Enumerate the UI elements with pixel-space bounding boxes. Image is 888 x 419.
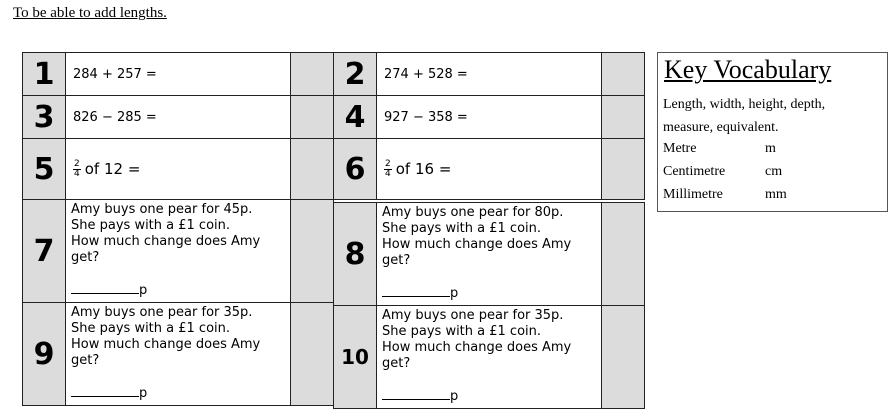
question-text: 826 − 285 = bbox=[73, 110, 157, 125]
question-box-10: 10 Amy buys one pear for 35p. She pays w… bbox=[333, 305, 645, 409]
fraction-expression: 2 4 of 12 = bbox=[73, 158, 141, 179]
answer-box[interactable] bbox=[601, 53, 644, 96]
fraction-denominator: 4 bbox=[74, 168, 80, 179]
vocab-title: Key Vocabulary bbox=[664, 55, 832, 84]
problem-line: Amy buys one pear for 80p. bbox=[382, 205, 564, 220]
answer-box[interactable] bbox=[290, 303, 333, 405]
problem-line: get? bbox=[382, 356, 411, 371]
problem-line: get? bbox=[71, 353, 100, 368]
answer-box[interactable] bbox=[290, 139, 333, 199]
fraction: 2 4 bbox=[73, 158, 81, 179]
fraction-denominator: 4 bbox=[385, 168, 391, 179]
word-problem: Amy buys one pear for 45p. She pays with… bbox=[71, 202, 287, 302]
question-number: 1 bbox=[23, 53, 66, 96]
question-box-7: 7 Amy buys one pear for 45p. She pays wi… bbox=[22, 199, 334, 303]
problem-line: Amy buys one pear for 45p. bbox=[71, 202, 253, 217]
question-text: 274 + 528 = bbox=[384, 67, 468, 82]
answer-blank[interactable]: p bbox=[382, 388, 458, 404]
answer-box[interactable] bbox=[601, 306, 644, 408]
word-problem: Amy buys one pear for 35p. She pays with… bbox=[382, 308, 598, 408]
answer-line[interactable] bbox=[382, 388, 450, 400]
key-vocabulary-box: Key Vocabulary Length, width, height, de… bbox=[657, 52, 888, 212]
vocab-abbreviation: m bbox=[765, 141, 776, 156]
problem-line: How much change does Amy bbox=[71, 234, 261, 249]
fraction: 2 4 bbox=[384, 158, 392, 179]
question-number: 9 bbox=[23, 303, 66, 405]
answer-blank[interactable]: p bbox=[71, 282, 147, 298]
problem-line: She pays with a £1 coin. bbox=[71, 218, 231, 233]
question-text: 284 + 257 = bbox=[73, 67, 157, 82]
question-number: 6 bbox=[334, 139, 377, 199]
problem-line: She pays with a £1 coin. bbox=[71, 321, 231, 336]
unit-label: p bbox=[450, 389, 459, 404]
fraction-numerator: 2 bbox=[73, 158, 81, 170]
vocab-word: Metre bbox=[663, 141, 697, 156]
unit-label: p bbox=[450, 286, 459, 301]
problem-line: get? bbox=[382, 253, 411, 268]
problem-line: How much change does Amy bbox=[382, 237, 572, 252]
answer-blank[interactable]: p bbox=[71, 385, 147, 401]
question-box-2: 2 274 + 528 = bbox=[333, 52, 645, 97]
question-box-9: 9 Amy buys one pear for 35p. She pays wi… bbox=[22, 302, 334, 406]
answer-box[interactable] bbox=[290, 200, 333, 302]
unit-label: p bbox=[139, 283, 148, 298]
vocab-abbreviation: cm bbox=[765, 164, 783, 179]
problem-line: How much change does Amy bbox=[382, 340, 572, 355]
question-number: 3 bbox=[23, 96, 66, 139]
answer-box[interactable] bbox=[290, 53, 333, 96]
problem-line: Amy buys one pear for 35p. bbox=[71, 305, 253, 320]
question-number: 5 bbox=[23, 139, 66, 199]
fraction-numerator: 2 bbox=[384, 158, 392, 170]
problem-line: Amy buys one pear for 35p. bbox=[382, 308, 564, 323]
question-box-6: 6 2 4 of 16 = bbox=[333, 138, 645, 200]
answer-box[interactable] bbox=[290, 96, 333, 139]
word-problem: Amy buys one pear for 80p. She pays with… bbox=[382, 205, 598, 305]
answer-line[interactable] bbox=[382, 285, 450, 297]
learning-objective: To be able to add lengths. bbox=[13, 5, 167, 21]
answer-box[interactable] bbox=[601, 96, 644, 139]
question-number: 10 bbox=[334, 306, 377, 408]
question-box-4: 4 927 − 358 = bbox=[333, 95, 645, 140]
question-box-8: 8 Amy buys one pear for 80p. She pays wi… bbox=[333, 202, 645, 306]
vocab-word: Millimetre bbox=[663, 187, 723, 202]
vocab-abbreviation: mm bbox=[765, 187, 787, 202]
word-problem: Amy buys one pear for 35p. She pays with… bbox=[71, 305, 287, 405]
question-text: 2 4 of 16 = bbox=[384, 139, 596, 199]
unit-label: p bbox=[139, 386, 148, 401]
problem-line: She pays with a £1 coin. bbox=[382, 221, 542, 236]
answer-line[interactable] bbox=[71, 385, 139, 397]
answer-line[interactable] bbox=[71, 282, 139, 294]
question-number: 8 bbox=[334, 203, 377, 305]
problem-line: get? bbox=[71, 250, 100, 265]
question-box-3: 3 826 − 285 = bbox=[22, 95, 334, 140]
fraction-text: of 12 = bbox=[84, 160, 141, 178]
answer-blank[interactable]: p bbox=[382, 285, 458, 301]
fraction-text: of 16 = bbox=[395, 160, 452, 178]
question-box-5: 5 2 4 of 12 = bbox=[22, 138, 334, 200]
question-text: 2 4 of 12 = bbox=[73, 139, 285, 199]
question-text: 927 − 358 = bbox=[384, 110, 468, 125]
question-box-1: 1 284 + 257 = bbox=[22, 52, 334, 97]
vocab-word: Centimetre bbox=[663, 164, 726, 179]
question-number: 7 bbox=[23, 200, 66, 302]
answer-box[interactable] bbox=[601, 203, 644, 305]
problem-line: How much change does Amy bbox=[71, 337, 261, 352]
vocab-description: Length, width, height, depth, measure, e… bbox=[663, 97, 826, 135]
question-number: 2 bbox=[334, 53, 377, 96]
answer-box[interactable] bbox=[601, 139, 644, 199]
problem-line: She pays with a £1 coin. bbox=[382, 324, 542, 339]
fraction-expression: 2 4 of 16 = bbox=[384, 158, 452, 179]
question-number: 4 bbox=[334, 96, 377, 139]
